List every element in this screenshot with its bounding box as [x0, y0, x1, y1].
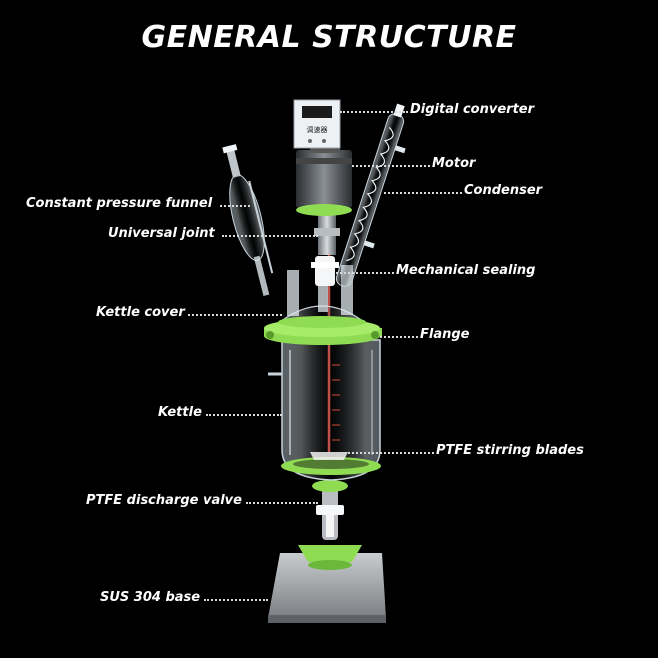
page-title: GENERAL STRUCTURE	[141, 20, 517, 55]
leader-kettle-cover	[188, 314, 282, 316]
constant-pressure-funnel	[222, 144, 274, 296]
leader-motor	[352, 165, 430, 167]
discharge-valve	[312, 480, 348, 540]
bottom-flange-ring	[281, 457, 381, 475]
label-condenser: Condenser	[464, 183, 543, 198]
base-clamp	[298, 545, 362, 570]
label-sus-304-base: SUS 304 base	[100, 590, 201, 605]
digital-converter-box: 调速器	[293, 99, 341, 149]
label-kettle: Kettle	[158, 405, 202, 420]
leader-mechanical-sealing	[336, 272, 394, 274]
universal-joint-coupling	[314, 215, 340, 255]
label-ptfe-stirring-blades: PTFE stirring blades	[436, 443, 584, 458]
label-ptfe-discharge-valve: PTFE discharge valve	[86, 493, 242, 508]
leader-universal-joint	[222, 235, 318, 237]
leader-flange	[380, 336, 418, 338]
leader-constant-pressure-funnel	[220, 205, 250, 207]
converter-panel-text: 调速器	[307, 125, 328, 134]
leader-digital-converter	[340, 111, 408, 113]
label-mechanical-sealing: Mechanical sealing	[396, 263, 536, 278]
label-kettle-cover: Kettle cover	[96, 305, 185, 320]
leader-ptfe-stirring-blades	[348, 452, 434, 454]
label-digital-converter: Digital converter	[410, 102, 535, 117]
label-constant-pressure-funnel: Constant pressure funnel	[26, 196, 213, 211]
label-universal-joint: Universal joint	[108, 226, 215, 241]
sus-304-base-plate	[268, 553, 386, 623]
leader-kettle	[206, 414, 282, 416]
leader-condenser	[384, 192, 462, 194]
kettle-vessel	[268, 339, 381, 481]
label-flange: Flange	[420, 327, 470, 342]
condenser-tube	[335, 103, 406, 287]
leader-sus-304-base	[204, 599, 268, 601]
label-motor: Motor	[432, 156, 476, 171]
leader-ptfe-discharge-valve	[246, 502, 318, 504]
mechanical-seal	[311, 256, 339, 286]
